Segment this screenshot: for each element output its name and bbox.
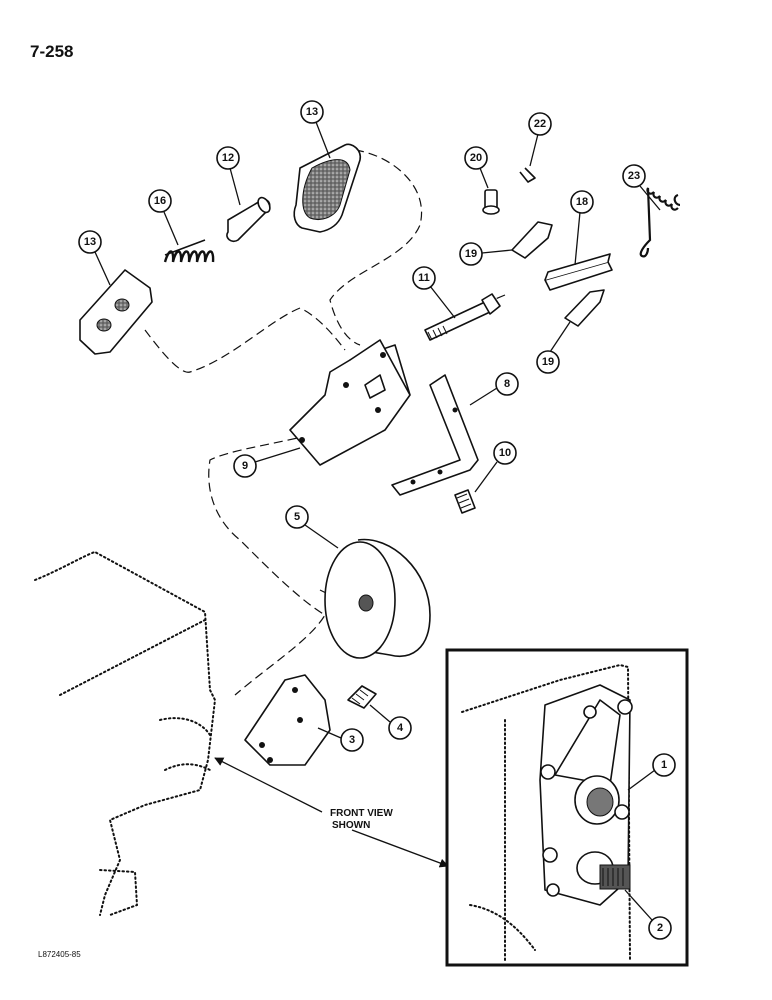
callout-8: 8 (469, 372, 519, 406)
callout-18: 18 (570, 190, 594, 266)
brake-pad-lower (79, 269, 153, 355)
callout-19-lower: 19 (536, 321, 571, 374)
svg-text:23: 23 (628, 170, 640, 182)
callout-12: 12 (216, 146, 241, 206)
callout-16: 16 (148, 189, 179, 246)
callout-1: 1 (627, 753, 676, 791)
svg-text:3: 3 (349, 734, 355, 746)
link-upper (511, 221, 553, 259)
mounting-angle (391, 374, 479, 496)
callout-22: 22 (528, 112, 552, 167)
svg-text:13: 13 (84, 236, 96, 248)
spring (163, 239, 215, 263)
pin (226, 196, 271, 243)
transmission-housing-outline (34, 550, 217, 916)
disc-bracket (244, 674, 331, 766)
svg-text:4: 4 (397, 722, 404, 734)
clevis-pin (482, 189, 500, 215)
callout-19-upper: 19 (459, 242, 513, 266)
callout-4: 4 (369, 704, 412, 740)
return-spring (639, 187, 681, 258)
link-lower (564, 289, 605, 327)
svg-text:12: 12 (222, 152, 234, 164)
callout-9: 9 (233, 447, 301, 478)
bolt-disc (347, 685, 377, 709)
svg-text:9: 9 (242, 460, 248, 472)
callout-3: 3 (317, 727, 364, 752)
callout-23: 23 (622, 164, 661, 211)
svg-text:11: 11 (418, 272, 430, 284)
svg-text:16: 16 (154, 195, 166, 207)
caliper-bracket (289, 339, 411, 466)
brake-pad-upper (293, 143, 362, 233)
svg-text:13: 13 (306, 106, 318, 118)
front-view-label-line2: SHOWN (332, 820, 371, 831)
front-view-arrow-right (351, 829, 449, 868)
svg-text:22: 22 (534, 118, 546, 130)
figure-code: L872405-85 (38, 950, 81, 959)
callout-10: 10 (474, 441, 517, 493)
inset-front-view (445, 648, 689, 967)
callout-11: 11 (412, 266, 456, 319)
svg-text:19: 19 (465, 248, 477, 260)
front-view-label-line1: FRONT VIEW (330, 808, 393, 819)
svg-text:1: 1 (661, 759, 667, 771)
svg-text:20: 20 (470, 152, 482, 164)
svg-text:19: 19 (542, 356, 554, 368)
bolt-long (424, 293, 501, 341)
front-view-label: FRONT VIEW SHOWN (330, 808, 393, 832)
front-view-arrow-left (214, 757, 323, 813)
brake-disc (324, 538, 431, 659)
callout-13-lower: 13 (78, 230, 111, 286)
svg-text:8: 8 (504, 378, 510, 390)
callout-13-upper: 13 (300, 100, 331, 159)
svg-text:2: 2 (657, 922, 663, 934)
cotter-pin (519, 167, 536, 183)
bolt-short (454, 489, 476, 514)
callout-5: 5 (285, 505, 339, 549)
link-bar (544, 253, 613, 291)
callout-20: 20 (464, 146, 489, 189)
svg-text:5: 5 (294, 511, 300, 523)
callouts: 13 12 16 13 20 22 23 18 19 19 11 8 9 10 … (78, 100, 676, 940)
page-number: 7-258 (30, 42, 74, 61)
svg-text:18: 18 (576, 196, 588, 208)
svg-text:10: 10 (499, 447, 511, 459)
callout-2: 2 (624, 889, 672, 940)
